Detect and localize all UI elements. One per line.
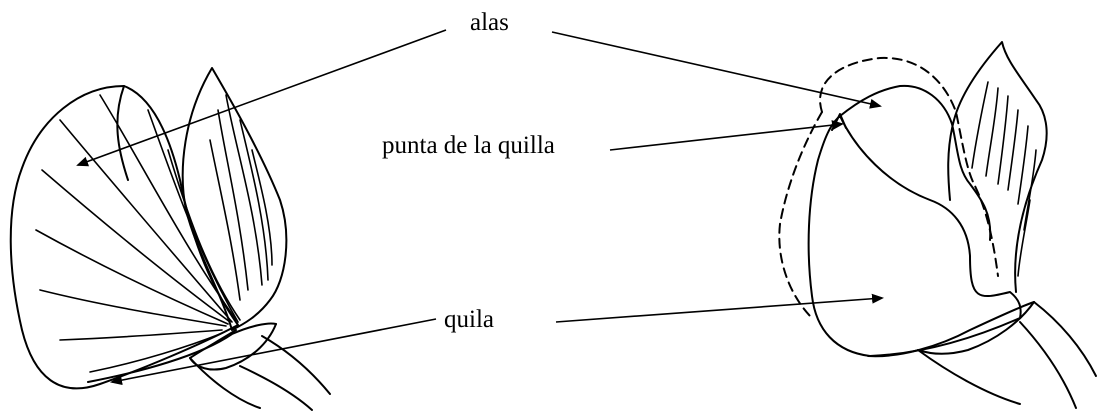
right-stem-lower [1019,321,1077,409]
left-wing-veins [35,94,241,373]
left-wing-petal [9,85,239,390]
left-keel [87,322,277,383]
left-standard-veins [209,94,273,301]
right-keel [807,115,1022,357]
label-punta-de-la-quilla: punta de la quilla [382,132,555,159]
left-flower-illustration [9,67,331,411]
right-sepal-lower [917,349,1021,405]
arrow-quila-to-left-keel [110,318,437,385]
right-stem-upper [1033,301,1097,377]
arrow-quila-to-right-keel [555,293,884,323]
right-sepal [917,301,1035,355]
left-sepal-tip [189,357,261,409]
arrow-alas-to-left-wing [76,29,447,167]
arrow-alas-to-right-wing [551,31,882,109]
left-calyx [189,323,277,371]
label-quila: quila [444,306,494,333]
left-wing-fold [116,85,129,181]
right-removed-wing-lower [778,111,823,319]
right-flower-illustration [778,41,1097,409]
right-standard-veins [971,81,1037,277]
right-wing [839,84,992,241]
left-stem-lower [239,365,313,411]
right-calyx [867,301,1035,358]
right-removed-wing-outline [819,56,999,277]
label-alas: alas [470,9,509,36]
arrow-punta-to-keel-tip [609,120,844,151]
right-standard-petal [947,41,1048,293]
left-stem-upper [261,335,331,395]
